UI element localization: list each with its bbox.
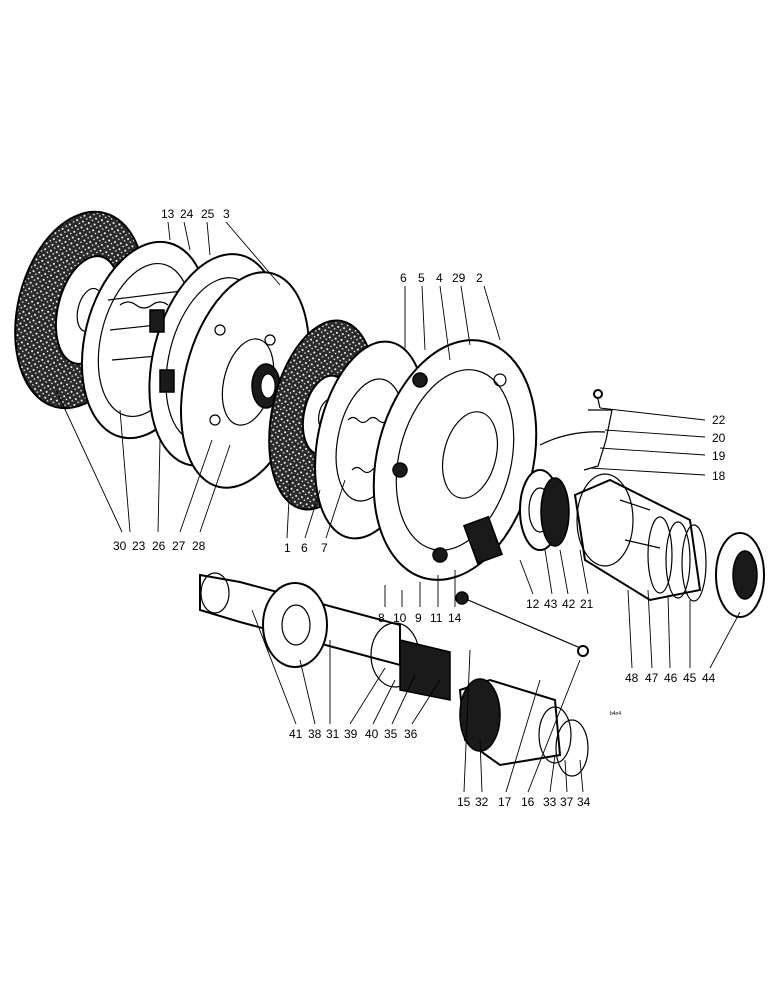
callout-label: 29 xyxy=(452,271,466,285)
callout-label: 44 xyxy=(702,671,716,685)
callout-label: 14 xyxy=(448,611,462,625)
callouts-mid-top: 6 5 4 29 2 xyxy=(400,271,483,285)
bell-housing xyxy=(573,473,702,602)
callout-label: 17 xyxy=(498,795,512,809)
callout-label: 16 xyxy=(521,795,535,809)
callout-label: 13 xyxy=(161,207,175,221)
callout-label: 19 xyxy=(712,449,726,463)
callout-label: 2 xyxy=(476,271,483,285)
callout-label: 32 xyxy=(475,795,489,809)
callouts-housing: 48 47 46 45 44 xyxy=(625,671,716,685)
callout-label: 9 xyxy=(415,611,422,625)
callouts-plate-bottom: 8 10 9 11 14 xyxy=(378,611,462,625)
callout-label: 35 xyxy=(384,727,398,741)
callout-label: 30 xyxy=(113,539,127,553)
callout-label: 20 xyxy=(712,431,726,445)
callout-label: 24 xyxy=(180,207,194,221)
callouts-mid-bottom: 1 6 7 xyxy=(284,541,328,555)
callout-label: 10 xyxy=(393,611,407,625)
callouts-bearing: 12 43 42 21 xyxy=(526,597,594,611)
callout-label: 6 xyxy=(400,271,407,285)
main-clutch-cover xyxy=(372,339,538,581)
coupling-sleeve xyxy=(458,678,589,777)
spring-rings xyxy=(647,516,765,618)
callout-label: 43 xyxy=(544,597,558,611)
callout-label: 15 xyxy=(457,795,471,809)
callout-label: 37 xyxy=(560,795,574,809)
callout-label: 36 xyxy=(404,727,418,741)
callouts-top-left: 13 24 25 3 xyxy=(161,207,230,221)
leader-lines xyxy=(55,221,741,793)
callout-label: 33 xyxy=(543,795,557,809)
callout-label: 31 xyxy=(326,727,340,741)
callout-label: 41 xyxy=(289,727,303,741)
callout-label: 5 xyxy=(418,271,425,285)
callout-label: 40 xyxy=(365,727,379,741)
input-shaft xyxy=(199,572,451,701)
callout-label: 8 xyxy=(378,611,385,625)
callouts-linkage: 22 20 19 18 xyxy=(712,413,726,483)
callout-label: 47 xyxy=(645,671,659,685)
callout-label: 18 xyxy=(712,469,726,483)
callout-label: 12 xyxy=(526,597,540,611)
callout-label: 42 xyxy=(562,597,576,611)
callouts-shaft: 41 38 31 39 40 35 36 xyxy=(289,727,418,741)
callout-label: 38 xyxy=(308,727,322,741)
release-bearing xyxy=(519,469,570,551)
callout-label: 22 xyxy=(712,413,726,427)
callout-label: 21 xyxy=(580,597,594,611)
tie-rod xyxy=(455,591,589,657)
callout-label: 27 xyxy=(172,539,186,553)
callouts-left-bottom: 30 23 26 27 28 xyxy=(113,539,206,553)
callout-label: 48 xyxy=(625,671,639,685)
callout-label: 23 xyxy=(132,539,146,553)
callouts-coupling: 15 32 17 16 33 37 34 xyxy=(457,795,591,809)
callout-label: 3 xyxy=(223,207,230,221)
callout-label: 7 xyxy=(321,541,328,555)
callout-label: 6 xyxy=(301,541,308,555)
callout-label: 4 xyxy=(436,271,443,285)
callout-label: 25 xyxy=(201,207,215,221)
callout-label: 26 xyxy=(152,539,166,553)
callout-label: 1 xyxy=(284,541,291,555)
callout-label: 46 xyxy=(664,671,678,685)
callout-label: 39 xyxy=(344,727,358,741)
callout-label: 34 xyxy=(577,795,591,809)
callout-label: 11 xyxy=(430,611,443,625)
callout-label: 28 xyxy=(192,539,206,553)
stamp-code: b4n4 xyxy=(610,711,621,717)
release-linkage xyxy=(539,389,613,471)
callout-label: 45 xyxy=(683,671,697,685)
